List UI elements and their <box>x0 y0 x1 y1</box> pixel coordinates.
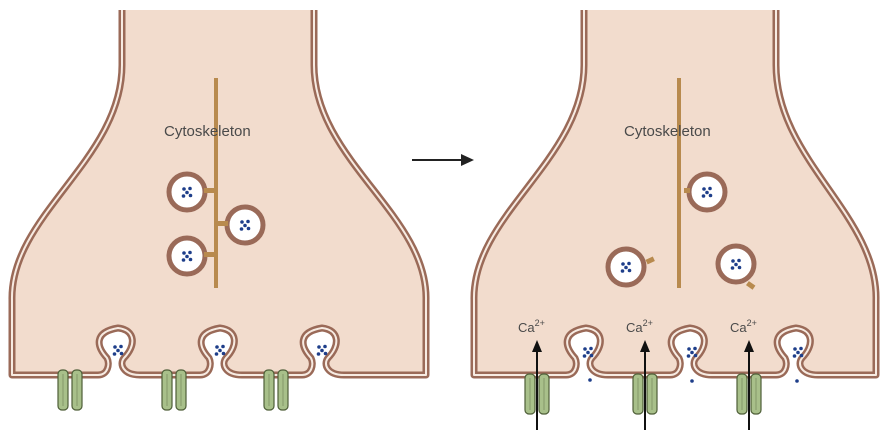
docked-vesicle-content <box>317 345 328 356</box>
released-transmitter <box>588 378 592 382</box>
released-transmitter <box>690 379 694 383</box>
released-transmitter <box>795 379 799 383</box>
docked-vesicle-content <box>793 347 804 358</box>
docked-vesicle-content <box>687 347 698 358</box>
nerve-terminal-membrane <box>12 10 426 375</box>
right-arrow-icon <box>412 154 474 166</box>
docked-vesicle-content <box>583 347 594 358</box>
cytoskeleton-label: Cytoskeleton <box>624 123 711 140</box>
cytoskeleton-label: Cytoskeleton <box>164 123 251 140</box>
resting-terminal-panel: Cytoskeleton <box>12 10 426 410</box>
stimulated-terminal-panel: Cytoskeleton <box>474 10 876 430</box>
docked-vesicle-content <box>215 345 226 356</box>
docked-vesicle-content <box>113 345 124 356</box>
